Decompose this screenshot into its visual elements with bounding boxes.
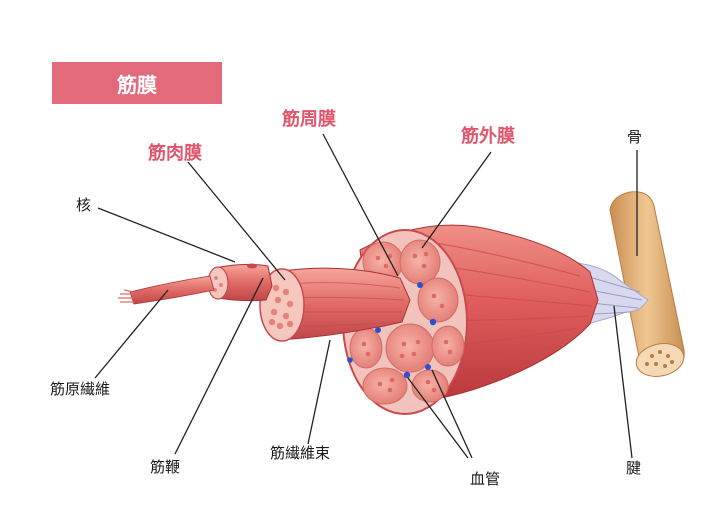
myofibrils bbox=[118, 275, 215, 305]
label-epimysium: 筋外膜 bbox=[461, 126, 515, 147]
label-fascicle: 筋繊維束 bbox=[270, 444, 331, 462]
label-sarcolemma: 筋鞭 bbox=[150, 458, 181, 476]
bone bbox=[609, 191, 685, 377]
label-bone: 骨 bbox=[627, 128, 643, 146]
muscle-fiber bbox=[207, 263, 273, 302]
label-myofibril: 筋原繊維 bbox=[50, 380, 111, 398]
title-banner: 筋膜 bbox=[52, 62, 222, 104]
label-endomysium: 筋肉膜 bbox=[148, 143, 202, 164]
label-blood-vessel: 血管 bbox=[470, 470, 501, 488]
leader-lines bbox=[94, 133, 638, 459]
label-perimysium: 筋周膜 bbox=[282, 109, 336, 130]
label-tendon: 腱 bbox=[626, 459, 642, 477]
page-title: 筋膜 bbox=[117, 72, 157, 97]
label-nucleus: 核 bbox=[76, 196, 92, 214]
